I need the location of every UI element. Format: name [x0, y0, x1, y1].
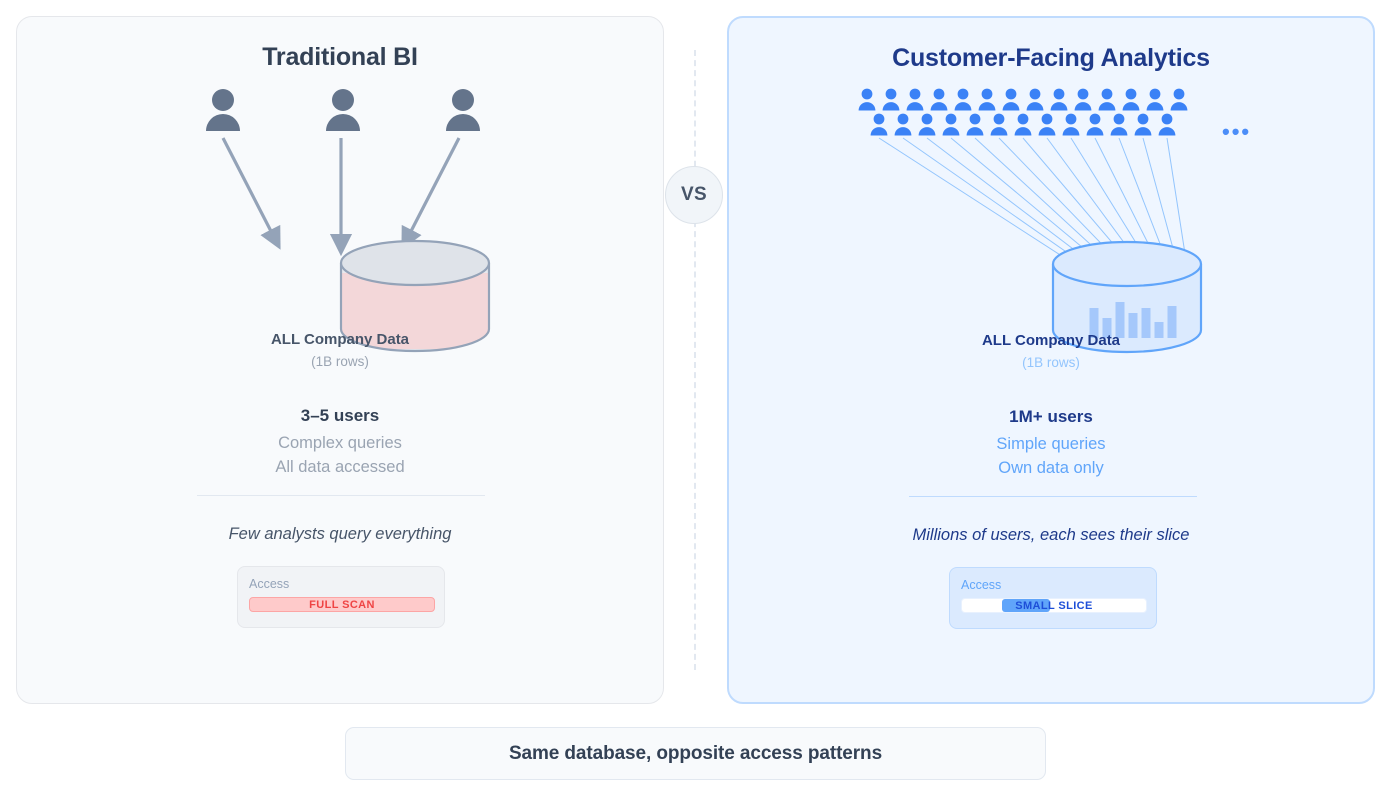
left-arrows [221, 137, 461, 257]
person-icon [1038, 113, 1056, 136]
left-access-track: FULL SCAN [249, 597, 435, 612]
right-access-track: SMALL SLICE [961, 598, 1147, 613]
right-divider-rule [909, 496, 1197, 497]
person-icon [446, 89, 480, 131]
fan-line [1118, 137, 1167, 261]
right-access-fill [1002, 599, 1051, 612]
fan-line [1022, 137, 1128, 261]
fan-line [1142, 137, 1177, 261]
person-icon [978, 88, 996, 111]
fan-line [998, 137, 1118, 261]
left-stats: 3–5 users Complex queries All data acces… [17, 406, 663, 482]
person-icon [930, 88, 948, 111]
person-icon [326, 89, 360, 131]
person-icon [1062, 113, 1080, 136]
person-icon [1158, 113, 1176, 136]
fan-line [1094, 137, 1157, 261]
person-icon [990, 113, 1008, 136]
left-caption: Few analysts query everything [228, 525, 452, 543]
right-database-sublabel: (1B rows) [1022, 355, 1080, 370]
person-icon [1014, 113, 1032, 136]
person-icon [1098, 88, 1116, 111]
person-icon [858, 88, 876, 111]
person-icon [1050, 88, 1068, 111]
person-icon [1146, 88, 1164, 111]
fan-line [926, 137, 1088, 261]
vs-badge: VS [665, 166, 723, 224]
person-icon [1074, 88, 1092, 111]
left-database-label: ALL Company Data [270, 331, 410, 348]
person-icon [894, 113, 912, 136]
right-access-label: Access [961, 578, 1002, 592]
left-database-sublabel: (1B rows) [311, 354, 369, 369]
right-stats: 1M+ users Simple queries Own data only [729, 407, 1373, 483]
panel-traditional-bi: Traditional BI [16, 16, 664, 704]
left-divider-rule [197, 495, 485, 496]
person-icon [1170, 88, 1188, 111]
left-access-box: Access FULL SCAN [237, 566, 445, 628]
left-people-group [203, 88, 483, 132]
fan-line [902, 137, 1079, 261]
person-icon [1026, 88, 1044, 111]
person-icon [1086, 113, 1104, 136]
right-people-row-2 [869, 113, 1177, 136]
left-stat-primary: 3–5 users [300, 406, 380, 425]
right-access-badge: SMALL SLICE [1015, 599, 1093, 612]
right-people-row-1 [857, 88, 1189, 111]
person-icon [870, 113, 888, 136]
right-caption: Millions of users, each sees their slice [912, 526, 1190, 544]
right-stat-primary: 1M+ users [1009, 407, 1093, 426]
left-access-badge: FULL SCAN [309, 598, 375, 611]
person-icon [906, 88, 924, 111]
person-icon [882, 88, 900, 111]
fan-line [1046, 137, 1138, 261]
footer-text: Same database, opposite access patterns [508, 742, 883, 764]
left-stat-line-1: Complex queries [278, 434, 402, 452]
person-icon [1122, 88, 1140, 111]
person-icon [1134, 113, 1152, 136]
person-icon [1110, 113, 1128, 136]
right-fan-lines [878, 137, 1187, 261]
panel-customer-facing-analytics: Customer-Facing Analytics ••• ALL C [727, 16, 1375, 704]
person-icon [954, 88, 972, 111]
right-database-label: ALL Company Data [981, 332, 1121, 349]
fan-line [1166, 137, 1187, 261]
right-panel-title: Customer-Facing Analytics [892, 44, 1210, 72]
right-people-ellipsis: ••• [1222, 119, 1252, 144]
right-access-box: Access SMALL SLICE [949, 567, 1157, 629]
center-divider [694, 50, 696, 670]
fan-line [1070, 137, 1148, 261]
fan-line [974, 137, 1108, 261]
left-panel-title: Traditional BI [262, 43, 418, 71]
left-access-label: Access [249, 577, 290, 591]
footer-banner: Same database, opposite access patterns [345, 727, 1046, 780]
fan-line [878, 137, 1069, 261]
right-stat-line-1: Simple queries [996, 435, 1106, 453]
person-icon [206, 89, 240, 131]
person-icon [966, 113, 984, 136]
person-icon [918, 113, 936, 136]
person-icon [1002, 88, 1020, 111]
fan-line [950, 137, 1098, 261]
person-icon [942, 113, 960, 136]
right-stat-line-2: Own data only [998, 459, 1104, 477]
left-stat-line-2: All data accessed [275, 458, 405, 476]
